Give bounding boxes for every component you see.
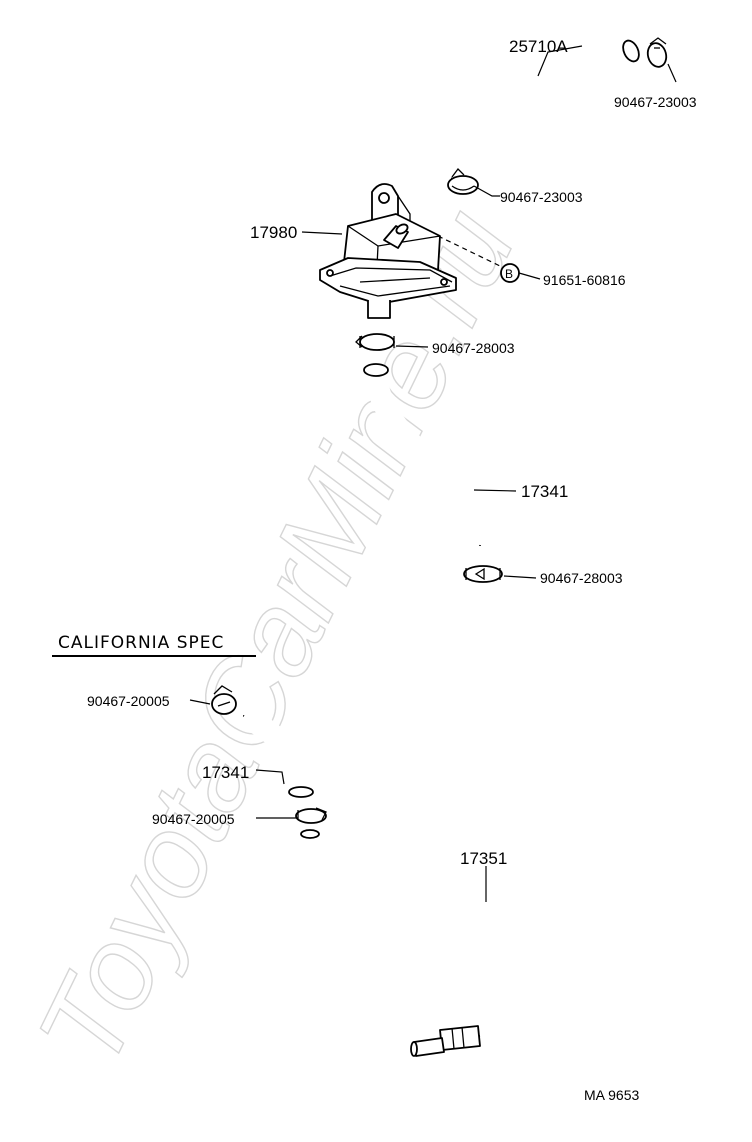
label-valve: 17980 bbox=[250, 223, 297, 242]
label-clamp-cal-bottom: 90467-20005 bbox=[152, 811, 235, 827]
clamp-cal-top[interactable] bbox=[211, 685, 237, 715]
label-hose-cal: 17341 bbox=[202, 763, 249, 782]
footer-code: MA 9653 bbox=[584, 1087, 639, 1103]
label-clamp-valve-bottom: 90467-28003 bbox=[432, 340, 515, 356]
section-title: CALIFORNIA SPEC bbox=[58, 633, 224, 653]
label-hose-mid: 17341 bbox=[521, 482, 568, 501]
hose-17341-california[interactable] bbox=[238, 706, 314, 798]
leader-lines bbox=[189, 45, 677, 902]
bolt-marker-letter: B bbox=[505, 267, 513, 281]
label-clamp-top-mid: 90467-23003 bbox=[500, 189, 583, 205]
hose-25710a[interactable] bbox=[445, 38, 642, 185]
pipe-17351[interactable] bbox=[300, 829, 626, 1057]
label-clamp-cal-top: 90467-20005 bbox=[87, 693, 170, 709]
clamp-valve-bottom[interactable] bbox=[355, 333, 395, 351]
hose-17341-upper[interactable] bbox=[363, 363, 492, 546]
clamp-top-mid[interactable] bbox=[447, 168, 479, 195]
clamp-hose-end[interactable] bbox=[463, 565, 503, 583]
label-pipe-cal: 17351 bbox=[460, 849, 507, 868]
label-clamp-hose-end: 90467-28003 bbox=[540, 570, 623, 586]
label-hose-upper: 25710A bbox=[509, 37, 568, 56]
clamp-cal-bottom[interactable] bbox=[295, 807, 327, 824]
clamp-top-right[interactable] bbox=[645, 37, 669, 69]
valve-17980[interactable] bbox=[319, 183, 457, 319]
label-bolt: 91651-60816 bbox=[543, 272, 626, 288]
label-clamp-top-right: 90467-23003 bbox=[614, 94, 697, 110]
